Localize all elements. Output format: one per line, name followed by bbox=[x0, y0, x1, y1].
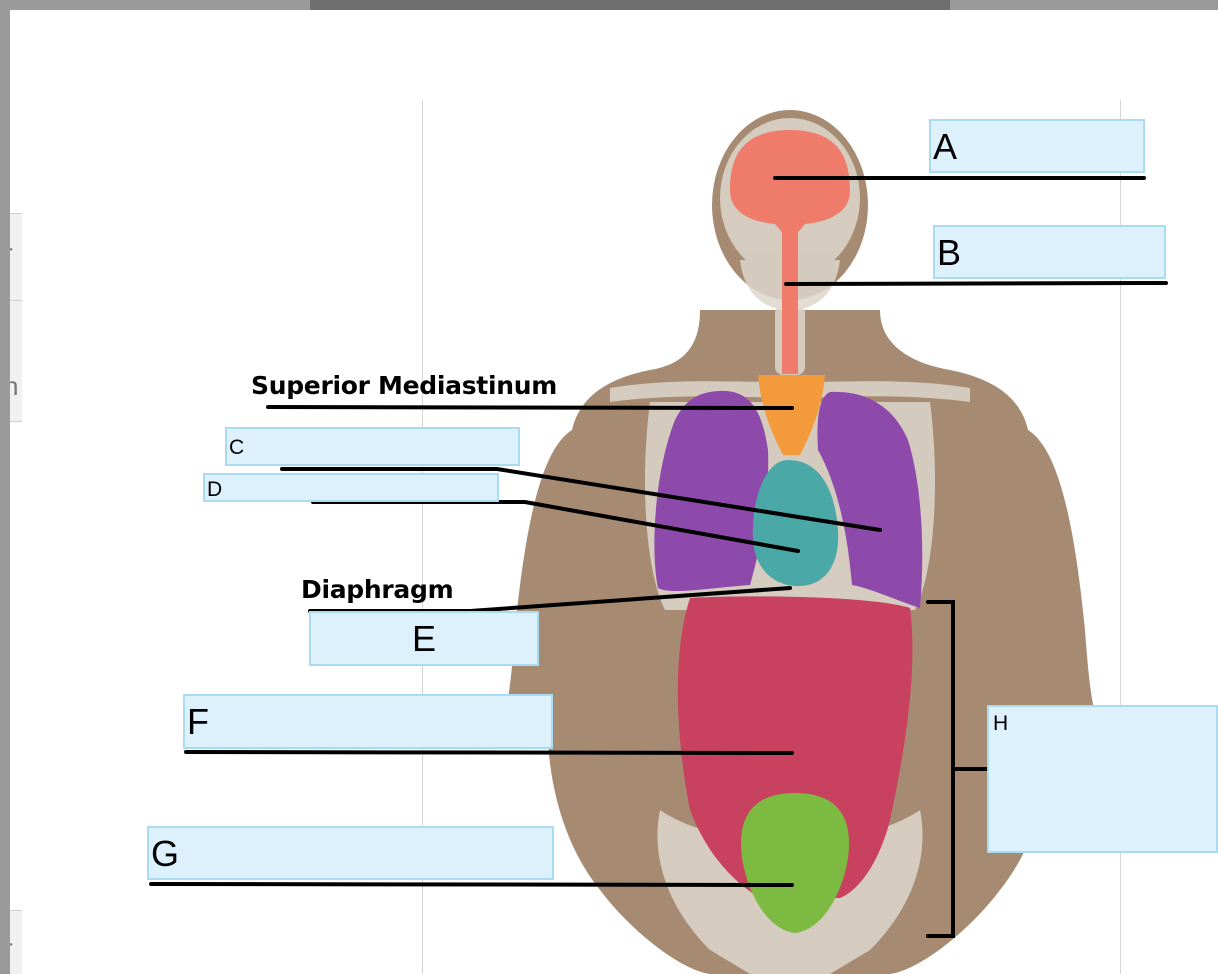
answer-box-d[interactable]: D bbox=[203, 473, 499, 502]
window-shadow bbox=[310, 0, 950, 10]
vertebral-canal bbox=[782, 224, 798, 374]
leader-line-g bbox=[149, 882, 794, 887]
pericardial-cavity bbox=[752, 460, 839, 587]
pelvic-cavity bbox=[740, 793, 850, 933]
side-panel-tab[interactable]: n bbox=[10, 300, 22, 422]
answer-box-h[interactable]: H bbox=[987, 705, 1218, 853]
leader-line-b bbox=[784, 281, 1168, 286]
answer-box-b[interactable]: B bbox=[933, 225, 1166, 279]
superior-mediastinum-cavity bbox=[758, 375, 825, 455]
right-arm bbox=[1028, 430, 1110, 740]
abdominal-cavity bbox=[677, 596, 913, 898]
answer-box-e[interactable]: E bbox=[309, 611, 539, 666]
leader-line-f bbox=[184, 750, 794, 755]
right-pleural-cavity bbox=[817, 391, 923, 608]
label-superior-mediastinum: Superior Mediastinum bbox=[251, 371, 557, 400]
grid-guide-line bbox=[1120, 100, 1121, 974]
leader-line-superior-mediastinum bbox=[266, 405, 794, 410]
answer-box-a[interactable]: A bbox=[929, 119, 1145, 173]
label-diaphragm: Diaphragm bbox=[301, 575, 454, 604]
leader-line-c bbox=[280, 467, 882, 532]
side-tab-glyph: r bbox=[10, 238, 13, 269]
body-cavities-figure bbox=[149, 110, 1168, 974]
leader-line-d bbox=[311, 500, 800, 553]
answer-box-f[interactable]: F bbox=[183, 694, 553, 749]
answer-box-g[interactable]: G bbox=[147, 826, 554, 880]
side-panel-tab[interactable]: r bbox=[10, 910, 22, 974]
grid-guide-line bbox=[422, 100, 423, 974]
side-tab-glyph: n bbox=[10, 371, 19, 401]
side-tab-glyph: r bbox=[10, 933, 13, 964]
cranial-cavity bbox=[730, 130, 850, 236]
answer-box-c[interactable]: C bbox=[225, 427, 520, 466]
document-page: r n r bbox=[10, 10, 1218, 974]
